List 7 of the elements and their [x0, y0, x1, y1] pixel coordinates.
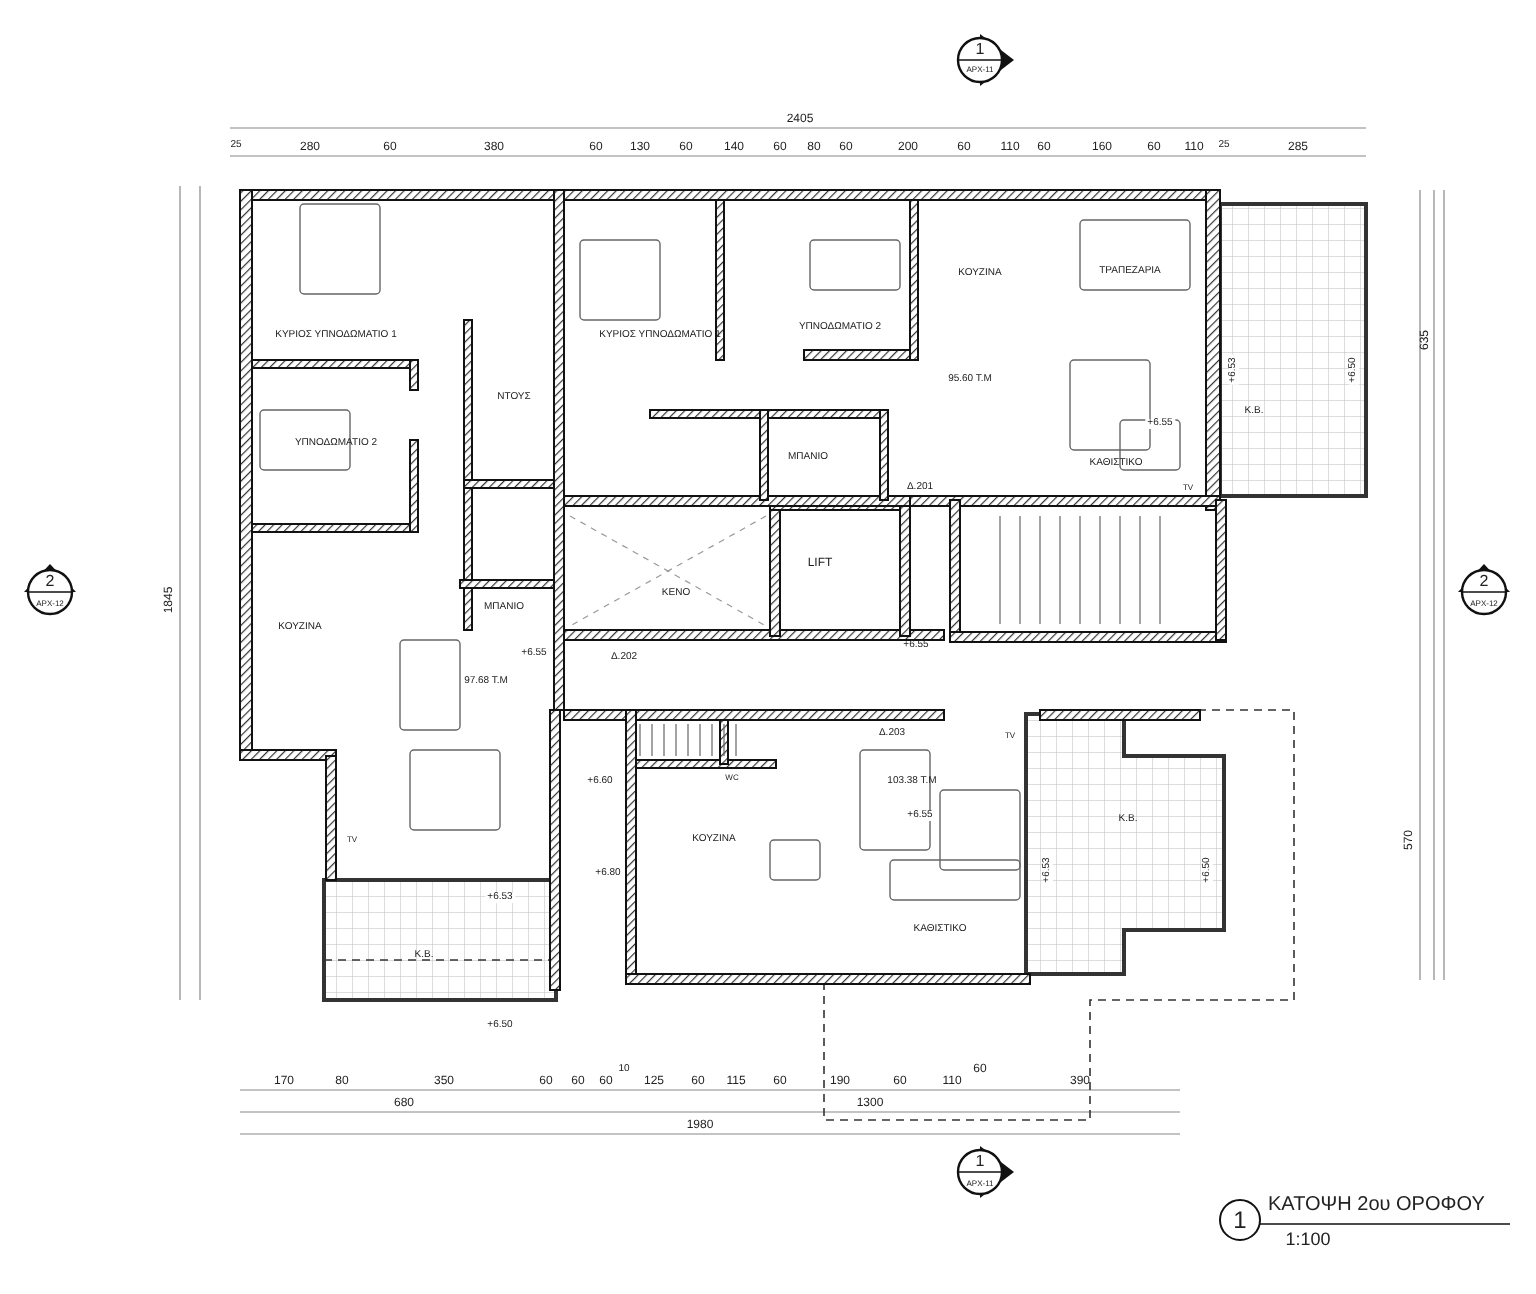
title-marker-number: 1: [1233, 1208, 1247, 1232]
section-marker-label: 2: [1479, 574, 1489, 590]
section-marker-label: 1: [975, 1154, 985, 1170]
drawing-title: ΚΑΤΟΨΗ 2ου ΟΡΟΦΟΥ: [1268, 1196, 1485, 1216]
scale-label: 1:100: [1285, 1231, 1331, 1249]
section-marker-label: 2: [45, 574, 55, 590]
section-marker-label: 1: [975, 42, 985, 58]
